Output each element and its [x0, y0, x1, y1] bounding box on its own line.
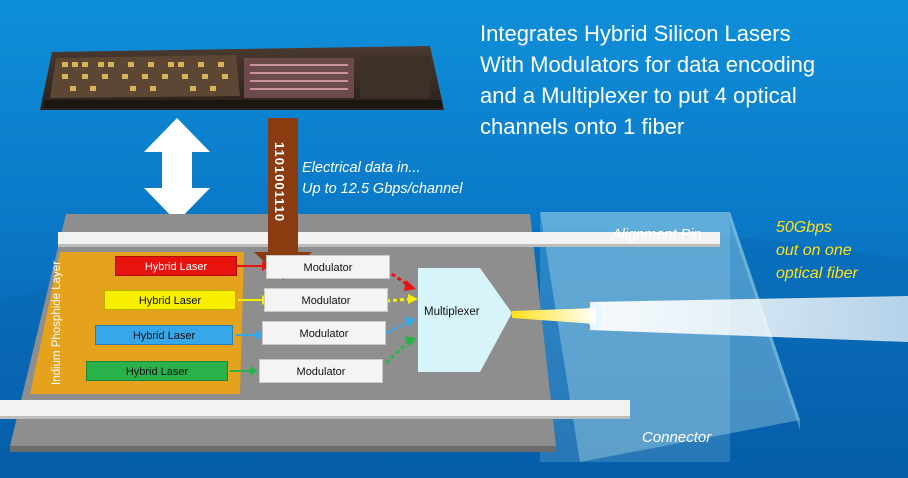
connector-label: Connector: [642, 429, 712, 446]
arrowhead-red: [404, 280, 416, 291]
modulator-1: Modulator: [266, 255, 390, 279]
electrical-line-2: Up to 12.5 Gbps/channel: [302, 181, 463, 197]
modulator-4: Modulator: [259, 359, 383, 383]
indium-phosphide-label: Indium Phosphide Layer: [51, 260, 63, 386]
headline-line-1: Integrates Hybrid Silicon Lasers: [480, 21, 791, 46]
arrowhead-green: [404, 336, 416, 347]
hybrid-laser-yellow: Hybrid Laser: [104, 290, 236, 310]
hybrid-laser-green: Hybrid Laser: [86, 361, 228, 381]
hybrid-laser-red: Hybrid Laser: [115, 256, 237, 276]
silicon-chip-photo: [40, 46, 444, 110]
arrowhead-blue: [404, 317, 416, 327]
output-line-1: 50Gbps: [776, 219, 833, 236]
data-bits-label: 1101001110: [272, 142, 287, 223]
headline-line-3: and a Multiplexer to put 4 optical: [480, 83, 797, 108]
double-arrow-icon: [144, 118, 210, 222]
indium-phosphide-layer: [30, 252, 244, 394]
electrical-data-caption: Electrical data in... Up to 12.5 Gbps/ch…: [302, 158, 462, 200]
combined-beam: [512, 308, 596, 324]
modulator-mux-arrows: [384, 268, 411, 365]
multiplexer-label: Multiplexer: [424, 306, 480, 318]
alignment-pin-label: Alignment Pin: [612, 227, 702, 243]
modulator-3: Modulator: [262, 321, 386, 345]
output-line-3: optical fiber: [776, 265, 858, 282]
alignment-pin-top: [58, 232, 720, 247]
multiplexer-block: [418, 268, 512, 372]
electrical-line-1: Electrical data in...: [302, 160, 421, 176]
hybrid-laser-blue: Hybrid Laser: [95, 325, 233, 345]
alignment-pin-bottom: [0, 400, 630, 419]
modulator-2: Modulator: [264, 288, 388, 312]
headline-line-4: channels onto 1 fiber: [480, 114, 685, 139]
headline-text: Integrates Hybrid Silicon Lasers With Mo…: [480, 18, 900, 142]
data-bits-arrow: [254, 118, 312, 280]
output-speed-caption: 50Gbps out on one optical fiber: [776, 216, 858, 285]
headline-line-2: With Modulators for data encoding: [480, 52, 816, 77]
output-line-2: out on one: [776, 242, 852, 259]
arrowhead-yellow: [408, 294, 418, 304]
